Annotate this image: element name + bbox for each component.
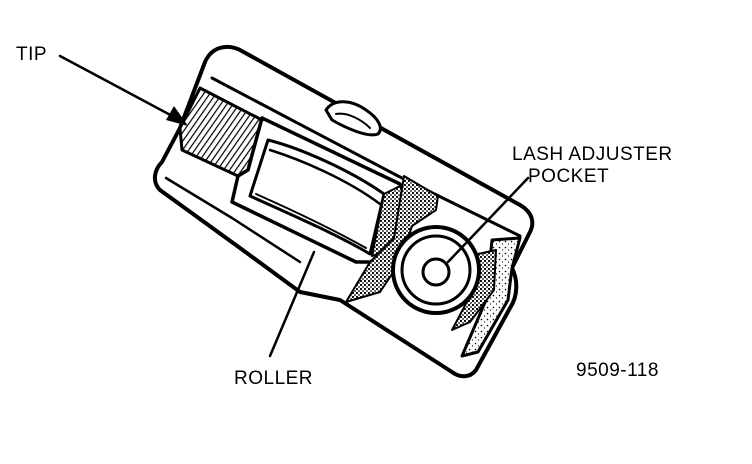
tip-arrowhead — [166, 106, 188, 126]
leader-lines — [58, 54, 530, 358]
lash-adjuster-label: LASH ADJUSTER — [512, 144, 673, 165]
roller-leader-line — [268, 250, 316, 358]
pocket-label: POCKET — [528, 166, 609, 187]
roller-label: ROLLER — [234, 368, 313, 389]
tip-label: TIP — [16, 44, 47, 65]
tip-leader-line — [58, 54, 178, 120]
lash-leader-line — [446, 176, 530, 264]
lash-adjuster-pocket — [345, 175, 497, 331]
figure-code-label: 9509-118 — [576, 360, 659, 381]
